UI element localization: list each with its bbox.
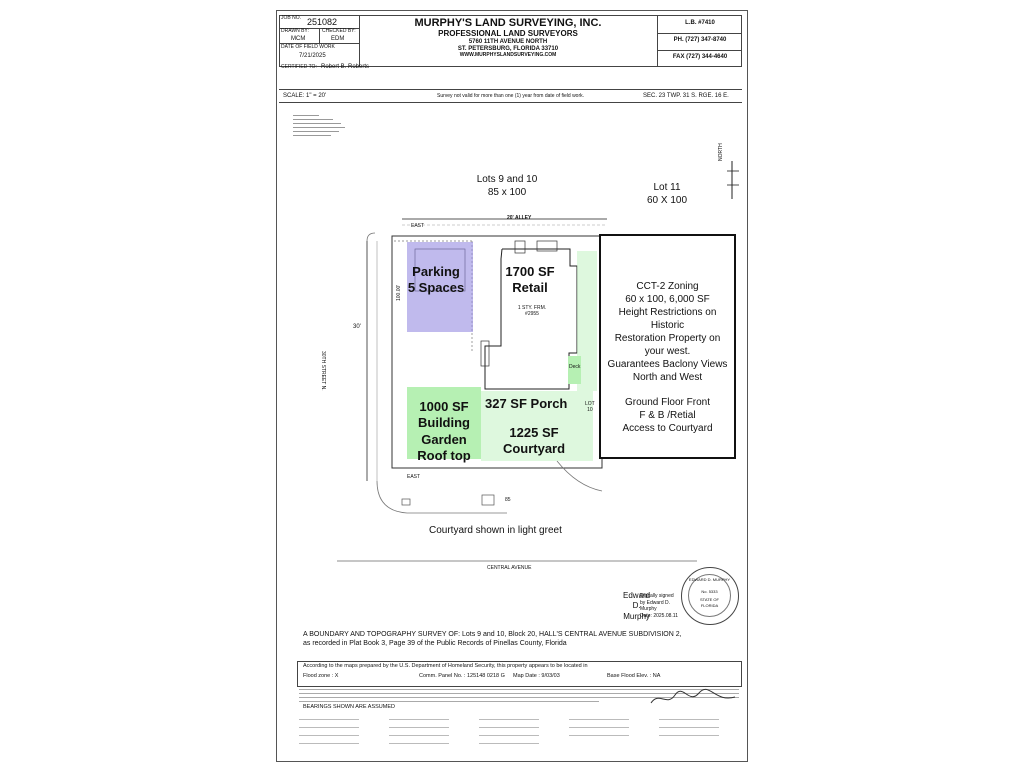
porch-label: 327 SF Porch (485, 396, 568, 411)
north-label: NORTH (718, 143, 724, 161)
scale: SCALE: 1" = 20' (283, 93, 327, 99)
central-avenue-label: CENTRAL AVENUE (487, 565, 532, 571)
field-work-date: 7/21/2025 (299, 53, 326, 59)
field-work-label: DATE OF FIELD WORK (281, 44, 335, 50)
license-number: L.B. #7410 (685, 20, 715, 26)
deck-zone (568, 356, 581, 384)
survey-description-1: A BOUNDARY AND TOPOGRAPHY SURVEY OF: Lot… (303, 631, 682, 638)
dim-100-label: 100.00' (396, 284, 402, 301)
checked-by: EDM (331, 36, 345, 42)
survey-sheet: JOB NO. 251082 DRAWN BY: MCM CHECKED BY:… (276, 10, 748, 762)
courtyard-zone (481, 391, 593, 461)
section-township-range: SEC. 23 TWP. 31 S. RGE. 16 E. (643, 93, 729, 99)
street-width: 30' (353, 324, 361, 330)
job-no-label: JOB NO. (281, 15, 302, 21)
drawn-by: MCM (291, 36, 306, 42)
alley-label: 20' ALLEY (507, 215, 532, 221)
abbreviations-legend (299, 715, 739, 755)
side-yard-zone (577, 251, 597, 391)
company-name: MURPHY'S LAND SURVEYING, INC. (414, 17, 602, 29)
fax: FAX (727) 344-4640 (672, 54, 728, 60)
street-label: 30TH STREET N. (320, 351, 326, 391)
zoning-box: CCT-2 Zoning 60 x 100, 6,000 SF Height R… (599, 234, 736, 459)
job-no: 251082 (307, 17, 338, 27)
deck-label: Deck (569, 364, 581, 370)
validity-note: Survey not valid for more than one (1) y… (437, 93, 585, 99)
comm-panel: Comm. Panel No. : 125148 0218 G (419, 673, 505, 679)
map-date: Map Date : 9/03/03 (513, 673, 560, 679)
parking-zone (407, 242, 473, 332)
surveyor-seal: EDWARD D. MURPHY No. 5333 STATE OF FLORI… (681, 567, 739, 625)
bearings-note: BEARINGS SHOWN ARE ASSUMED (303, 704, 395, 710)
title-block (279, 15, 742, 67)
courtyard-note: Courtyard shown in light greet (429, 525, 562, 536)
fine-print (299, 689, 739, 702)
phone: PH. (727) 347-8740 (673, 37, 727, 43)
east-top-label: EAST (411, 223, 425, 229)
legend-notes (293, 115, 345, 136)
building-note: 1 STY. FRM.#2955 (517, 305, 547, 317)
address-line-1: 5760 11TH AVENUE NORTH (468, 39, 548, 45)
company-subtitle: PROFESSIONAL LAND SURVEYORS (438, 29, 578, 38)
website: WWW.MURPHYSLANDSURVEYING.COM (459, 52, 557, 58)
certified-label: CERTIFIED TO: (281, 64, 317, 70)
roof-garden-zone (407, 387, 481, 459)
dim-85-label: 85 (505, 497, 511, 503)
certified-to: Robert B. Roberts (321, 64, 370, 70)
signature-scribble (650, 688, 736, 704)
checked-by-label: CHECKED BY: (322, 28, 356, 34)
base-flood-elev: Base Flood Elev. : NA (607, 673, 661, 679)
east-bottom-label: EAST (407, 474, 421, 480)
flood-intro: According to the maps prepared by the U.… (303, 663, 588, 669)
flood-zone: Flood zone : X (303, 673, 339, 679)
survey-description-2: as recorded in Plat Book 3, Page 39 of t… (303, 640, 567, 647)
drawn-by-label: DRAWN BY: (281, 28, 309, 34)
address-line-2: ST. PETERSBURG, FLORIDA 33710 (457, 46, 559, 52)
flood-info-box (297, 661, 742, 687)
